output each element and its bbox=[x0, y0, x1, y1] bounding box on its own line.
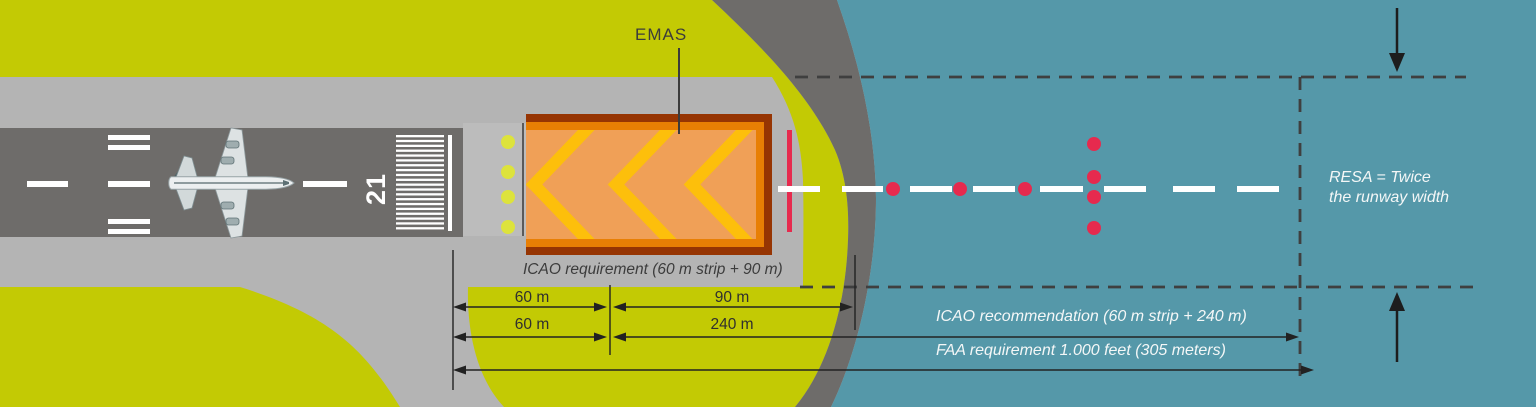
runway-number: 21 bbox=[360, 172, 391, 206]
dim-60m-row2: 60 m bbox=[514, 316, 550, 333]
icao-recommendation-label: ICAO recommendation (60 m strip + 240 m) bbox=[936, 308, 1247, 325]
resa-note-line1: RESA = Twice bbox=[1329, 169, 1431, 186]
resa-red-dots bbox=[886, 137, 1101, 235]
aircraft-engine bbox=[225, 140, 240, 149]
extended-centerline bbox=[778, 186, 1279, 192]
down-arrow-icon bbox=[1389, 53, 1405, 72]
faa-requirement-label: FAA requirement 1.000 feet (305 meters) bbox=[936, 342, 1226, 359]
threshold-bar bbox=[448, 135, 452, 231]
stopway-dots bbox=[501, 135, 515, 234]
aircraft bbox=[168, 127, 295, 239]
perimeter-road bbox=[712, 0, 876, 407]
water-area bbox=[831, 0, 1536, 407]
aircraft-cockpit bbox=[283, 180, 289, 186]
resa-dashed-boundary bbox=[795, 75, 1475, 377]
resa-note-line2: the runway width bbox=[1329, 189, 1450, 206]
dim-60m-row1: 60 m bbox=[514, 289, 550, 306]
threshold-stripes bbox=[396, 135, 444, 230]
icao-requirement-label: ICAO requirement (60 m strip + 90 m) bbox=[523, 261, 783, 278]
up-arrow-icon bbox=[1389, 292, 1405, 311]
emas-chevrons bbox=[526, 130, 753, 239]
emas-bed bbox=[526, 114, 772, 255]
resa-width-arrows bbox=[1389, 8, 1405, 362]
stopway bbox=[463, 123, 526, 236]
dim-90m: 90 m bbox=[714, 289, 750, 306]
dimension-lines bbox=[452, 250, 1314, 390]
touchdown-zone-marks bbox=[108, 135, 150, 234]
runway-centerline-marks bbox=[27, 181, 347, 187]
emas-label: EMAS bbox=[635, 25, 688, 44]
resa-note: RESA = Twice the runway width bbox=[1329, 168, 1449, 208]
runway-end-red-line bbox=[787, 130, 792, 232]
dim-240m: 240 m bbox=[710, 316, 754, 333]
